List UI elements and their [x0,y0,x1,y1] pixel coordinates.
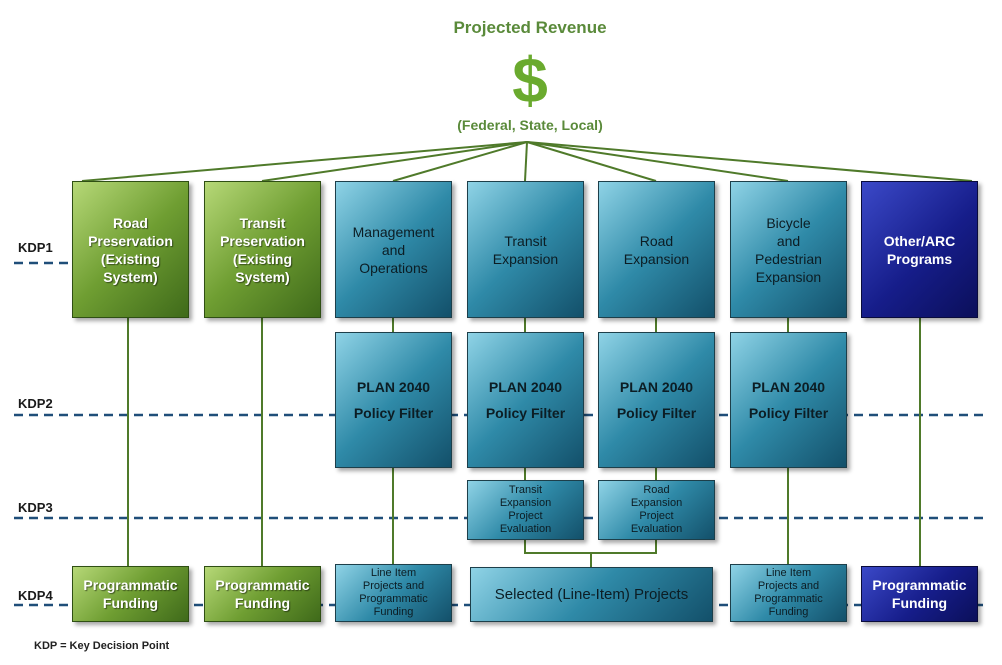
projected-revenue-title: Projected Revenue [453,18,607,37]
policy-filter-label: PLAN 2040 Policy Filter [616,379,697,421]
revenue-fan-lines [81,141,973,182]
programmatic-funding-label: Programmatic Funding [872,577,967,611]
programmatic-funding-label: Programmatic Funding [83,577,178,611]
line-item-funding-management-box: Line Item Projects and Programmatic Fund… [335,564,452,622]
transit-expansion-box: Transit Expansion [467,181,584,318]
road-preservation-box: Road Preservation (Existing System) [72,181,189,318]
transit-preservation-label: Transit Preservation (Existing System) [220,214,305,285]
vertical-connectors [127,318,921,567]
policy-filter-label: PLAN 2040 Policy Filter [353,379,434,421]
road-preservation-label: Road Preservation (Existing System) [88,214,173,285]
policy-filter-label: PLAN 2040 Policy Filter [485,379,566,421]
bicycle-pedestrian-label: Bicycle and Pedestrian Expansion [755,214,822,285]
road-project-evaluation-label: Road Expansion Project Evaluation [630,484,683,535]
transit-project-evaluation-label: Transit Expansion Project Evaluation [499,484,552,535]
kdp3-label: KDP3 [18,500,53,515]
line-item-funding-label: Line Item Projects and Programmatic Fund… [359,567,428,618]
selected-projects-label: Selected (Line-Item) Projects [494,585,689,603]
policy-filter-transit-box: PLAN 2040 Policy Filter [467,332,584,468]
management-operations-label: Management and Operations [352,223,435,276]
road-expansion-label: Road Expansion [623,232,690,267]
selected-projects-box: Selected (Line-Item) Projects [470,567,713,622]
other-arc-programs-box: Other/ARC Programs [861,181,978,318]
policy-filter-road-box: PLAN 2040 Policy Filter [598,332,715,468]
programmatic-funding-transit-box: Programmatic Funding [204,566,321,622]
revenue-sources: (Federal, State, Local) [457,117,603,133]
kdp4-label: KDP4 [18,588,53,603]
kdp1-label: KDP1 [18,240,53,255]
policy-filter-management-box: PLAN 2040 Policy Filter [335,332,452,468]
policy-filter-bicycle-box: PLAN 2040 Policy Filter [730,332,847,468]
programmatic-funding-other-box: Programmatic Funding [861,566,978,622]
management-operations-box: Management and Operations [335,181,452,318]
footnote: KDP = Key Decision Point [34,640,170,652]
line-item-funding-bicycle-box: Line Item Projects and Programmatic Fund… [730,564,847,622]
programmatic-funding-road-box: Programmatic Funding [72,566,189,622]
dollar-icon: $ [512,44,548,116]
policy-filter-label: PLAN 2040 Policy Filter [748,379,829,421]
line-item-funding-label: Line Item Projects and Programmatic Fund… [754,567,823,618]
transit-preservation-box: Transit Preservation (Existing System) [204,181,321,318]
kdp2-label: KDP2 [18,396,53,411]
transit-project-evaluation-box: Transit Expansion Project Evaluation [467,480,584,540]
road-project-evaluation-box: Road Expansion Project Evaluation [598,480,715,540]
programmatic-funding-label: Programmatic Funding [215,577,310,611]
bicycle-pedestrian-box: Bicycle and Pedestrian Expansion [730,181,847,318]
road-expansion-box: Road Expansion [598,181,715,318]
transit-expansion-label: Transit Expansion [492,232,559,267]
other-arc-programs-label: Other/ARC Programs [883,232,956,267]
